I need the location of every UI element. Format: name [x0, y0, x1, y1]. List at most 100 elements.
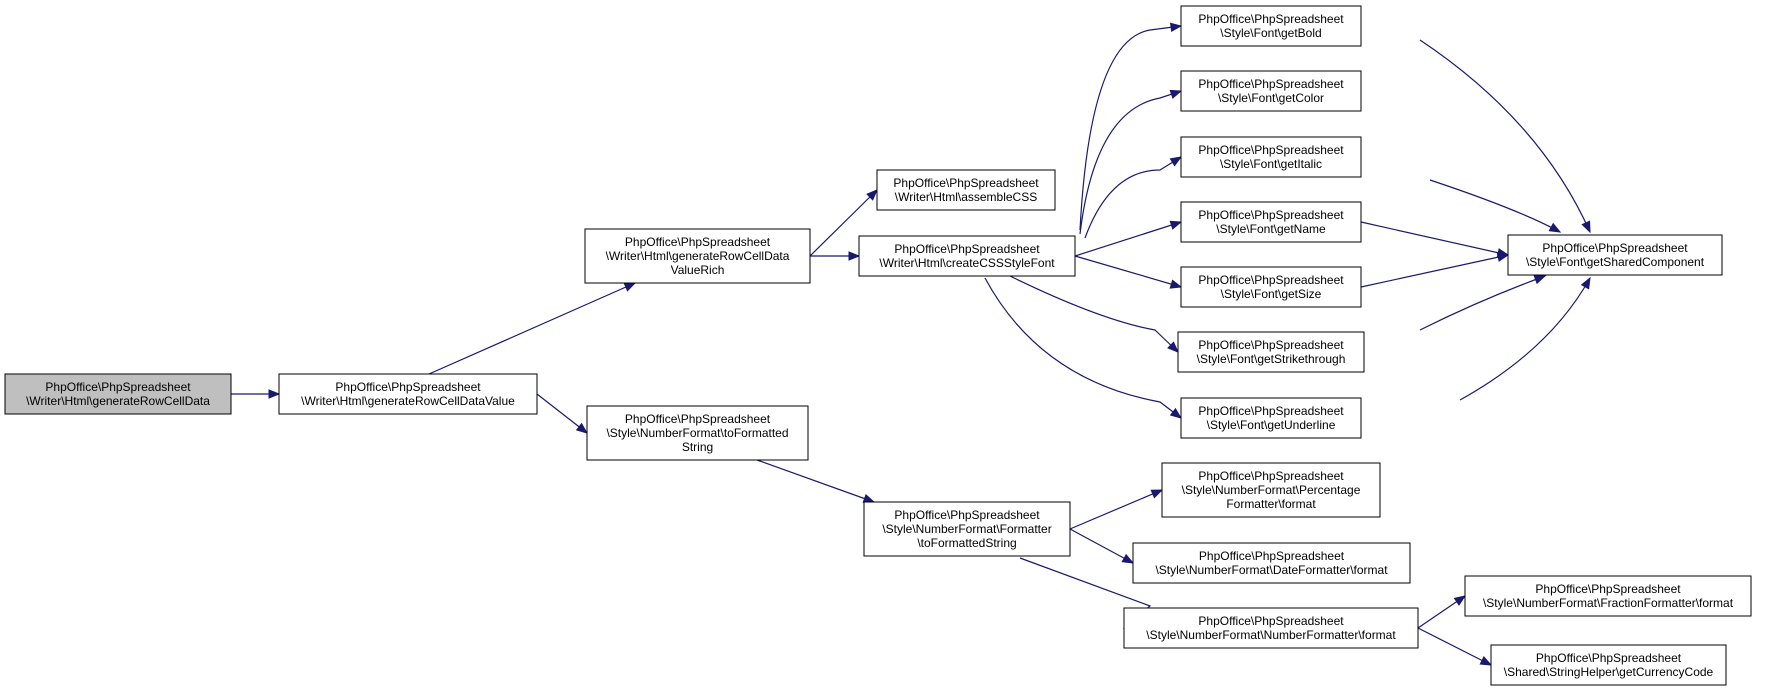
node-dateFmt[interactable]: PhpOffice\PhpSpreadsheet\Style\NumberFor…	[1132, 542, 1411, 584]
node-getColor[interactable]: PhpOffice\PhpSpreadsheet\Style\Font\getC…	[1180, 70, 1362, 112]
node-valueRich[interactable]: PhpOffice\PhpSpreadsheet\Writer\Html\gen…	[584, 228, 811, 284]
edge-getBold-to-getShared	[1419, 39, 1591, 234]
edge-line	[428, 282, 636, 375]
node-label-line: \Style\NumberFormat\toFormatted	[606, 426, 788, 440]
node-createCSS[interactable]: PhpOffice\PhpSpreadsheet\Writer\Html\cre…	[858, 235, 1076, 277]
edge-getName-to-getShared	[1360, 221, 1510, 258]
node-box	[876, 169, 1056, 211]
edge-valueRich-to-createCSS	[810, 251, 861, 261]
node-box	[1180, 397, 1362, 439]
node-label-line: \Writer\Html\generateRowCellData	[26, 394, 210, 408]
node-fractionFmt[interactable]: PhpOffice\PhpSpreadsheet\Style\NumberFor…	[1464, 575, 1752, 617]
arrow-head-icon	[1169, 22, 1183, 33]
node-getItalic[interactable]: PhpOffice\PhpSpreadsheet\Style\Font\getI…	[1180, 136, 1362, 178]
node-fmtToString[interactable]: PhpOffice\PhpSpreadsheet\Style\NumberFor…	[863, 501, 1071, 557]
edge-numberFmt-to-fractionFmt	[1417, 595, 1467, 629]
node-label-line: ValueRich	[671, 263, 725, 277]
node-box	[1180, 136, 1362, 178]
arrow-head-icon	[1169, 279, 1183, 289]
edge-fmtToString-to-percentFmt	[1069, 489, 1164, 530]
node-label-line: PhpOffice\PhpSpreadsheet	[894, 242, 1040, 256]
edge-getStrike-to-getShared	[1419, 275, 1547, 331]
node-label-line: \Style\Font\getItalic	[1220, 157, 1322, 171]
node-box	[1464, 575, 1752, 617]
edge-line	[1074, 221, 1182, 257]
node-box	[584, 228, 811, 284]
node-label-line: PhpOffice\PhpSpreadsheet	[1198, 469, 1344, 483]
node-box	[1177, 331, 1365, 373]
edge-line	[1074, 255, 1182, 288]
node-getStrike[interactable]: PhpOffice\PhpSpreadsheet\Style\Font\getS…	[1177, 331, 1365, 373]
node-label-line: PhpOffice\PhpSpreadsheet	[1535, 582, 1681, 596]
node-label-line: \Writer\Html\generateRowCellData	[606, 249, 790, 263]
node-label-line: \toFormattedString	[917, 536, 1016, 550]
node-label-line: PhpOffice\PhpSpreadsheet	[1198, 77, 1344, 91]
node-numberFmt[interactable]: PhpOffice\PhpSpreadsheet\Style\NumberFor…	[1123, 607, 1419, 649]
node-label-line: PhpOffice\PhpSpreadsheet	[1198, 338, 1344, 352]
node-getSize[interactable]: PhpOffice\PhpSpreadsheet\Style\Font\getS…	[1180, 266, 1362, 308]
arrow-head-icon	[1121, 553, 1135, 564]
node-label-line: \Style\NumberFormat\Formatter	[882, 522, 1051, 536]
node-label-line: PhpOffice\PhpSpreadsheet	[1536, 651, 1682, 665]
node-getName[interactable]: PhpOffice\PhpSpreadsheet\Style\Font\getN…	[1180, 201, 1362, 243]
edge-line	[1417, 627, 1492, 666]
arrow-head-icon	[1169, 89, 1183, 99]
node-label-line: \Writer\Html\assembleCSS	[895, 190, 1037, 204]
arrow-head-icon	[862, 493, 876, 503]
node-label-line: PhpOffice\PhpSpreadsheet	[45, 380, 191, 394]
edge-line	[1069, 528, 1134, 564]
arrow-head-icon	[1548, 222, 1562, 233]
edge-line	[984, 277, 1182, 419]
node-root[interactable]: PhpOffice\PhpSpreadsheet\Writer\Html\gen…	[4, 373, 232, 415]
edge-line	[1079, 90, 1182, 235]
edge-toFormatted-to-fmtToString	[756, 459, 876, 503]
edge-line	[809, 189, 878, 257]
edge-line	[1084, 156, 1182, 239]
node-label-line: PhpOffice\PhpSpreadsheet	[1542, 241, 1688, 255]
node-box	[1180, 5, 1362, 47]
edge-line	[1360, 254, 1509, 288]
edge-value-to-toFormatted	[536, 393, 589, 434]
node-label-line: String	[682, 440, 713, 454]
node-label-line: \Style\Font\getBold	[1220, 26, 1321, 40]
node-box	[1161, 462, 1381, 518]
node-box	[1180, 201, 1362, 243]
node-toFormatted[interactable]: PhpOffice\PhpSpreadsheet\Style\NumberFor…	[586, 405, 809, 461]
arrow-head-icon	[1169, 220, 1183, 230]
edge-root-to-value	[231, 389, 281, 399]
node-box	[4, 373, 232, 415]
node-currency[interactable]: PhpOffice\PhpSpreadsheet\Shared\StringHe…	[1490, 644, 1727, 686]
edge-line	[1419, 275, 1546, 331]
edge-line	[1459, 277, 1591, 401]
edge-line	[1419, 39, 1591, 233]
arrow-head-icon	[575, 422, 589, 434]
edge-valueRich-to-assembleCSS	[809, 189, 878, 257]
node-getShared[interactable]: PhpOffice\PhpSpreadsheet\Style\Font\getS…	[1507, 234, 1723, 276]
edge-getSize-to-getShared	[1360, 252, 1510, 288]
edge-value-to-valueRich	[428, 282, 637, 375]
node-percentFmt[interactable]: PhpOffice\PhpSpreadsheet\Style\NumberFor…	[1161, 462, 1381, 518]
arrow-head-icon	[1150, 489, 1164, 499]
edge-createCSS-to-getUnderline	[984, 277, 1183, 419]
node-box	[858, 235, 1076, 277]
arrow-head-icon	[1580, 276, 1591, 290]
edge-line	[536, 393, 588, 434]
arrow-head-icon	[1169, 156, 1183, 167]
edge-line	[1069, 489, 1163, 530]
node-value[interactable]: PhpOffice\PhpSpreadsheet\Writer\Html\gen…	[278, 373, 538, 415]
edge-createCSS-to-getStrike	[1009, 275, 1179, 353]
node-getUnderline[interactable]: PhpOffice\PhpSpreadsheet\Style\Font\getU…	[1180, 397, 1362, 439]
node-label-line: \Style\Font\getStrikethrough	[1197, 352, 1346, 366]
node-label-line: \Style\Font\getColor	[1218, 91, 1324, 105]
node-assembleCSS[interactable]: PhpOffice\PhpSpreadsheet\Writer\Html\ass…	[876, 169, 1056, 211]
edge-line	[1360, 221, 1509, 256]
arrow-head-icon	[1496, 252, 1510, 262]
arrow-head-icon	[1581, 220, 1591, 234]
node-box	[863, 501, 1071, 557]
node-getBold[interactable]: PhpOffice\PhpSpreadsheet\Style\Font\getB…	[1180, 5, 1362, 47]
node-label-line: PhpOffice\PhpSpreadsheet	[335, 380, 481, 394]
node-label-line: \Style\NumberFormat\FractionFormatter\fo…	[1483, 596, 1734, 610]
node-label-line: \Shared\StringHelper\getCurrencyCode	[1504, 665, 1714, 679]
edge-createCSS-to-getColor	[1079, 89, 1183, 235]
arrow-head-icon	[1533, 275, 1547, 285]
